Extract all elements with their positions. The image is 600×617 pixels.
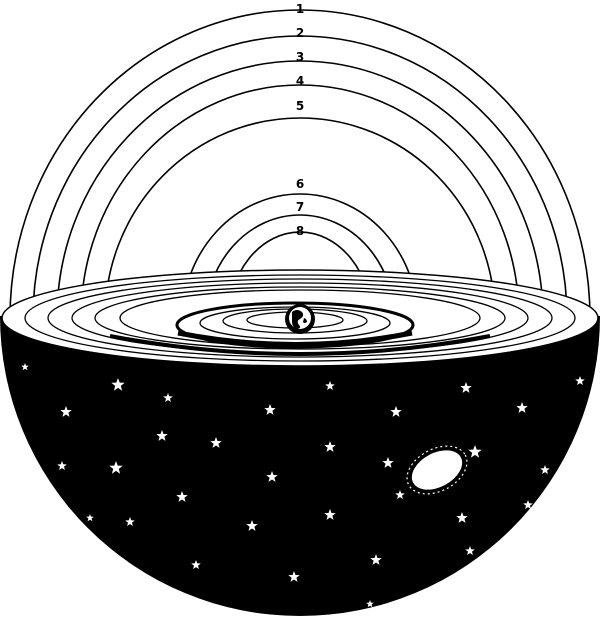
shell-label-3: 3 (296, 50, 304, 64)
shell-label-8: 8 (296, 224, 304, 238)
shell-label-1: 1 (296, 2, 304, 16)
shell-label-4: 4 (296, 74, 304, 88)
shell-label-6: 6 (296, 177, 304, 191)
shell-labels: 1 2 3 4 5 6 7 8 (296, 2, 304, 238)
shell-label-7: 7 (296, 200, 304, 214)
shell-label-2: 2 (296, 26, 304, 40)
shell-label-5: 5 (296, 99, 304, 113)
earth-globe-icon (285, 304, 315, 334)
